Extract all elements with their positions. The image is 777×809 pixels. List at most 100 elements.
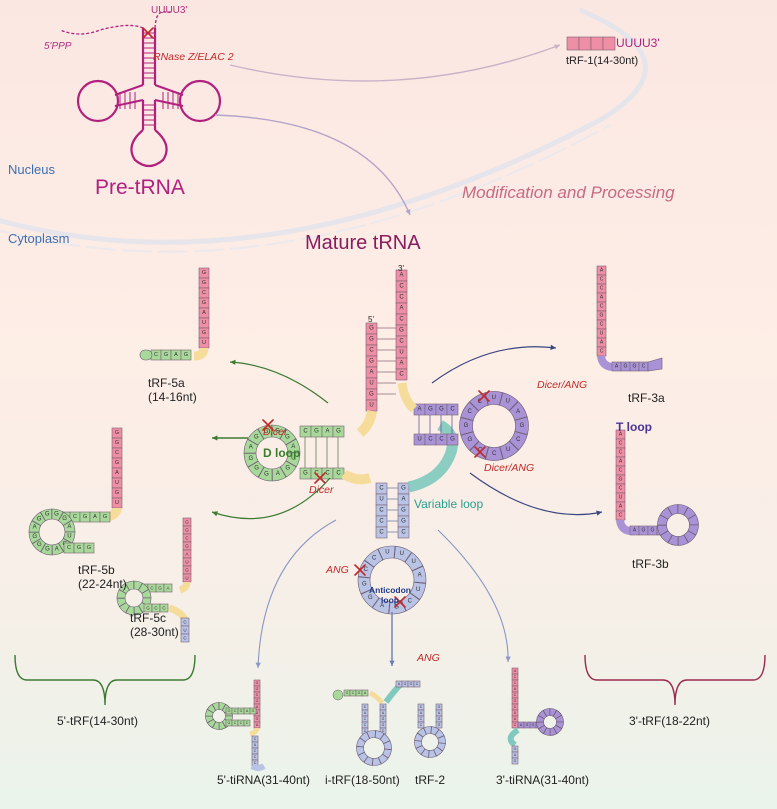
trf5c-stack-4-base: A (185, 552, 188, 557)
arrow-to-trf3b-head (596, 510, 602, 516)
trf5c-bottom-0-base: G (146, 606, 150, 611)
t-stem-top-1-base: G (428, 407, 433, 413)
trf5c-stack-1-base: G (185, 528, 189, 533)
trf5b-top-1-base: C (73, 514, 77, 520)
arrow-to-three-tirna-head (505, 656, 511, 662)
five-tirna-ac-3-base: C (254, 755, 257, 759)
trf2-right-3-base: G (438, 723, 441, 727)
arrow-to-mature (214, 114, 411, 216)
three-tirna-ac-2-base: G (514, 759, 517, 763)
trf5b-loop-base-11: G (45, 512, 50, 518)
trf5c-top-3-base: A (166, 586, 169, 591)
itrf-tail-2-base: G (410, 682, 413, 686)
anticodon-stem-left-4 (375, 526, 388, 539)
arrow-to-trf5a-head (230, 359, 236, 365)
trf5b-stack-3-base: G (115, 460, 119, 466)
five-tirna-stack-7-base: U (256, 723, 259, 727)
acceptor-3-3-base: A (399, 306, 403, 312)
trf5a-tail-1-base: G (164, 352, 168, 358)
trf3b-stack-7-base: U (619, 495, 623, 501)
five-tirna-stack-6-base: G (256, 717, 259, 721)
five-tirna-dtop-2-base: G (240, 709, 243, 713)
t-loop-base-0: C (478, 399, 483, 405)
three-tirna-t-2-base: G (532, 723, 535, 727)
trf5a-stack-4-base: A (202, 310, 206, 316)
trf2-left-3-base: C (420, 723, 423, 727)
five-tirna-stack-0-base: G (256, 681, 259, 685)
rnase-cut-mark (142, 27, 154, 39)
acceptor-3-9 (395, 368, 408, 381)
ang-left-label: ANG (326, 564, 349, 576)
nuclear-envelope-arc (0, 7, 648, 245)
three-tirna-ac-1-base: A (514, 753, 517, 757)
d-loop-base-8: G (248, 456, 253, 462)
acceptor-5-3-base: G (369, 359, 374, 365)
ang-cut-right (394, 596, 406, 608)
arrow-to-trf5a-line (229, 361, 329, 404)
five-tirna-dtop-0-base: G (228, 709, 231, 713)
trf3b-stack-1-base: C (619, 441, 623, 447)
trf5b-stack-7-base: U (115, 500, 119, 506)
five-tirna-dbot-3 (243, 719, 251, 727)
d-loop-base-5: A (276, 471, 280, 477)
anticodon-loop-base-6: C (408, 599, 413, 605)
pre-trna-t-loop (178, 79, 222, 123)
trf3a-label: tRF-3a (628, 391, 665, 405)
d-loop-base-4: G (285, 465, 290, 471)
d-loop-seg-11 (257, 424, 273, 440)
itrf-d-end (332, 689, 344, 701)
five-trf-label: 5'-tRF(14-30nt) (57, 714, 138, 728)
trf3b-tail-0-base: A (633, 528, 637, 534)
anticodon-stem-left-3-base: C (379, 519, 384, 525)
t-stem-top-3 (446, 403, 459, 416)
acceptor-3-9-base: C (399, 372, 404, 378)
trf5c-ac-1-base: U (183, 628, 186, 633)
itrf-ac-right-1-base: A (382, 711, 385, 715)
acceptor-5-4-base: A (369, 370, 373, 376)
trf5b-top-2-base: G (83, 514, 87, 520)
three-tirna-tloop-seg-11 (536, 721, 545, 730)
t-loop-base-4: G (520, 423, 525, 429)
acceptor-3-5-base: G (399, 328, 404, 334)
acceptor-5-0-base: G (369, 326, 374, 332)
five-tirna-dtop-4-base: G (252, 709, 255, 713)
trf3a-tail-3-base: C (642, 364, 646, 370)
three-tirna-stack-3-base: A (514, 687, 517, 691)
anticodon-stem-right-0-base: G (401, 486, 406, 492)
trf1-box-1 (578, 36, 592, 51)
t-loop-base-2: U (506, 399, 510, 405)
anticodon-stem-right-1-base: A (401, 497, 405, 503)
nucleus-label: Nucleus (8, 162, 55, 177)
five-tirna-dbot-2-base: C (240, 721, 243, 725)
five-tirna-stack-2-base: C (256, 693, 259, 697)
anticodon-loop-base-3: U (411, 559, 415, 565)
five-prime-label: 5' (368, 315, 374, 324)
trf3a-stack-6-base: C (600, 322, 604, 328)
anticodon-stem-right-3-base: G (401, 519, 406, 525)
trf3b-tail-1-base: G (642, 528, 646, 534)
itrf-tail-3 (413, 680, 421, 688)
trf3b-stack-6-base: C (619, 486, 623, 492)
itrf-ac-left-1-base: U (364, 711, 367, 715)
t-stem-top-2-base: G (439, 407, 444, 413)
five-tirna-dbot-0-base: G (228, 721, 231, 725)
trf2-label: tRF-2 (415, 773, 445, 787)
d-stem-top-3 (332, 425, 345, 438)
trf5b-stack-5-base: U (115, 480, 119, 486)
d-stem-bottom-0-base: G (303, 471, 308, 477)
itrf-ac-left-3-base: C (364, 723, 367, 727)
t-stem-bottom-1-base: C (428, 437, 433, 443)
trf5b-loop-seg-11 (40, 508, 53, 522)
d-loop-base-3: U (291, 456, 295, 462)
anticodon-loop-base-9: G (368, 595, 373, 601)
trf5b-bottom-2-base: G (87, 545, 91, 551)
trf5b-top-3-base: A (93, 514, 97, 520)
trf5b-loop-base-6: G (45, 546, 50, 552)
itrf-tail-0-base: A (398, 682, 401, 686)
trf3b-stack-4-base: C (619, 468, 623, 474)
trf1-box-3 (602, 36, 616, 51)
three-tirna-stack-5-base: G (514, 699, 517, 703)
three-tirna-stack-2-base: C (514, 681, 517, 685)
anticodon-stem-right-2-base: G (401, 508, 406, 514)
